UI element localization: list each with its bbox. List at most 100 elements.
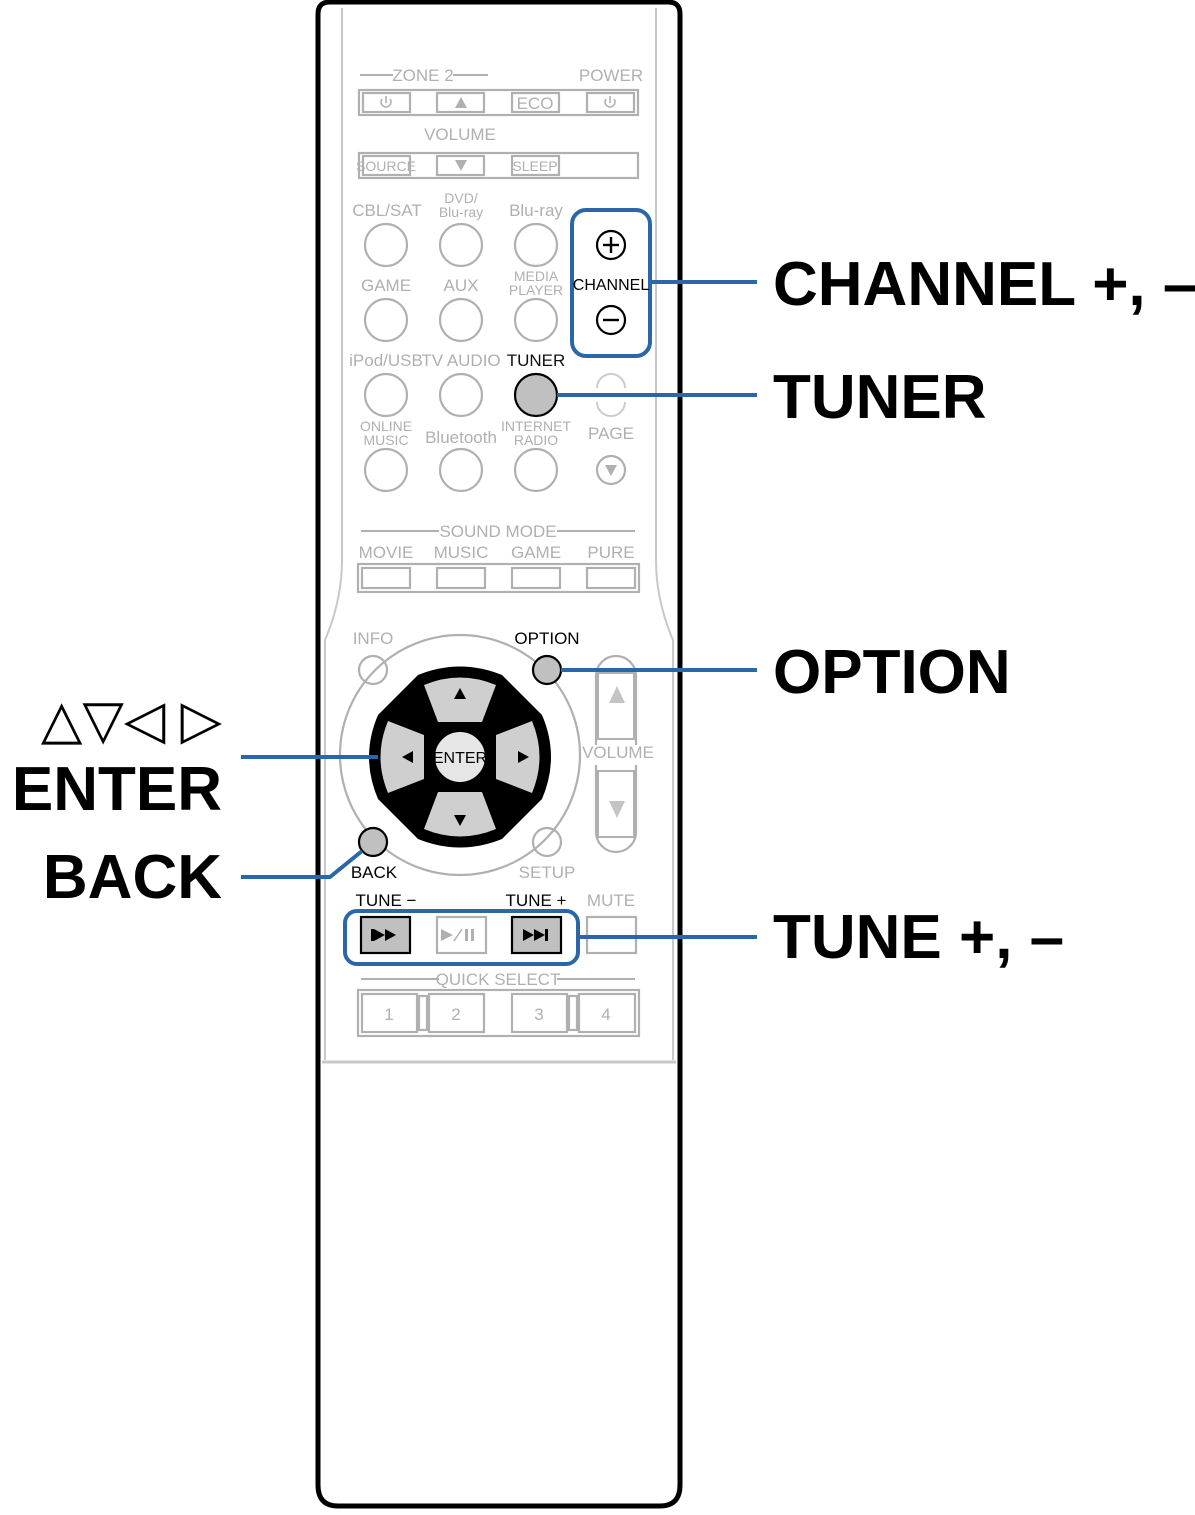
channel-callout: CHANNEL +, – <box>773 250 1195 319</box>
game-button[interactable] <box>363 297 409 343</box>
dpad-up-button[interactable] <box>424 677 496 723</box>
dpad-down-button[interactable] <box>424 792 496 837</box>
quick-select-label: QUICK SELECT <box>436 970 561 989</box>
quick-select-spacer-2 <box>567 994 579 1032</box>
mode-game-button[interactable] <box>510 566 562 590</box>
movie-button[interactable] <box>360 566 412 590</box>
quick-select-1-button[interactable] <box>360 992 419 1034</box>
triangle-up-icon <box>455 97 467 108</box>
online-music-button[interactable] <box>363 447 409 493</box>
music-label: MUSIC <box>434 543 489 562</box>
music-button[interactable] <box>435 566 487 590</box>
quick-select-3-button[interactable] <box>510 992 569 1034</box>
movie-label: MOVIE <box>359 543 414 562</box>
volume-up-button[interactable] <box>597 672 635 740</box>
sound-mode-frame <box>356 562 641 594</box>
zone2-volume-up-button[interactable] <box>435 91 486 114</box>
sleep-button[interactable] <box>510 154 561 177</box>
tuner-label: TUNER <box>507 351 566 370</box>
tuner-callout: TUNER <box>773 363 987 432</box>
page-up-button[interactable] <box>596 373 626 417</box>
main-power-button[interactable] <box>585 91 636 114</box>
bluray-button[interactable] <box>513 222 559 268</box>
zone2-power-button[interactable] <box>361 91 412 114</box>
volume-side-label: VOLUME <box>582 743 654 762</box>
tune-minus-label: TUNE − <box>356 891 417 910</box>
option-label: OPTION <box>514 629 579 648</box>
tv-audio-label: TV AUDIO <box>421 351 500 370</box>
internet-radio-label-2: RADIO <box>514 432 558 448</box>
eco-label: ECO <box>517 94 554 113</box>
quick-select-2-button[interactable] <box>427 992 486 1034</box>
quick-select-1-label: 1 <box>384 1005 393 1024</box>
enter-label: ENTER <box>433 750 487 767</box>
aux-button[interactable] <box>438 297 484 343</box>
enter-button[interactable] <box>433 730 487 784</box>
back-callout: BACK <box>43 843 222 912</box>
media-label-1: MEDIA <box>514 268 559 284</box>
quick-select-3-label: 3 <box>534 1005 543 1024</box>
remote-inner-edge <box>324 8 674 1060</box>
volume-side-label-bg <box>586 745 648 765</box>
quick-select-2-label: 2 <box>451 1005 460 1024</box>
skip-forward-icon <box>523 929 548 941</box>
page-down-icon <box>605 465 617 476</box>
volume-label: VOLUME <box>424 125 496 144</box>
setup-button[interactable] <box>531 826 563 858</box>
media-label-2: PLAYER <box>509 282 563 298</box>
pure-button[interactable] <box>585 566 637 590</box>
tuner-button[interactable] <box>513 372 559 418</box>
dpad: ENTER <box>369 666 551 848</box>
quick-select-4-label: 4 <box>601 1005 610 1024</box>
quick-select-spacer-1 <box>417 994 429 1032</box>
ipod-usb-button[interactable] <box>363 372 409 418</box>
online-music-label-2: MUSIC <box>363 432 408 448</box>
zone2-label: ZONE 2 <box>392 66 453 85</box>
arrow-left-icon <box>402 751 413 763</box>
page-down-button[interactable] <box>595 454 627 486</box>
second-row-frame <box>357 151 640 180</box>
back-leader <box>241 849 364 879</box>
info-button[interactable] <box>357 654 389 686</box>
channel-minus-button[interactable] <box>595 304 627 336</box>
back-label: BACK <box>351 863 398 882</box>
quick-select-4-button[interactable] <box>577 992 637 1034</box>
back-button[interactable] <box>357 826 389 858</box>
dvd-button[interactable] <box>438 222 484 268</box>
internet-radio-button[interactable] <box>513 447 559 493</box>
arrow-down-icon <box>454 815 466 826</box>
dpad-right-button[interactable] <box>496 721 540 793</box>
dvd-label-2: Blu-ray <box>439 204 483 220</box>
aux-label: AUX <box>444 276 479 295</box>
zone2-volume-down-button[interactable] <box>435 154 486 177</box>
info-label: INFO <box>353 629 394 648</box>
tv-audio-button[interactable] <box>438 372 484 418</box>
game-label: GAME <box>361 276 411 295</box>
page-label: PAGE <box>588 424 634 443</box>
cbl-sat-button[interactable] <box>363 222 409 268</box>
bluetooth-button[interactable] <box>438 447 484 493</box>
triangle-down-icon <box>455 160 467 171</box>
cbl-sat-label: CBL/SAT <box>352 201 422 220</box>
volume-up-icon <box>609 686 625 703</box>
play-pause-icon <box>441 928 474 942</box>
enter-callout: ENTER <box>12 755 222 824</box>
plus-icon <box>603 237 619 253</box>
volume-down-icon <box>609 801 625 818</box>
pure-label: PURE <box>587 543 634 562</box>
mute-label: MUTE <box>587 891 635 910</box>
media-player-button[interactable] <box>513 297 559 343</box>
bluetooth-label: Bluetooth <box>425 428 497 447</box>
channel-plus-button[interactable] <box>595 229 627 261</box>
ipod-usb-label: iPod/USB <box>349 351 423 370</box>
power-label: POWER <box>579 66 643 85</box>
option-button[interactable] <box>531 654 563 686</box>
setup-label: SETUP <box>519 863 576 882</box>
sound-mode-label: SOUND MODE <box>439 522 556 541</box>
arrow-right-icon <box>518 751 529 763</box>
eco-button[interactable] <box>510 91 561 114</box>
arrows-callout: △▽◁ ▷ <box>41 690 223 750</box>
source-button[interactable] <box>361 154 412 177</box>
